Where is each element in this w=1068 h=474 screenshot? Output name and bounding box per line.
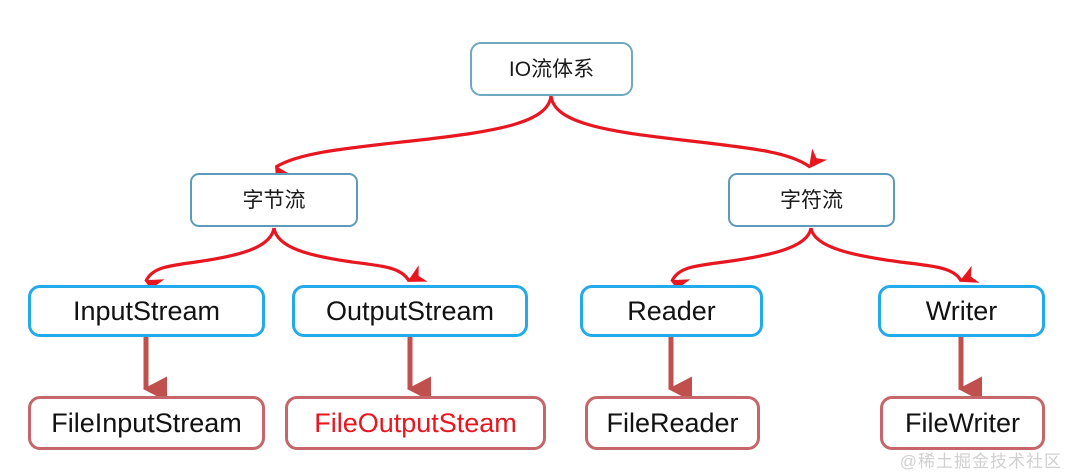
node-output-stream[interactable]: OutputStream [292, 285, 528, 337]
node-label: 字符流 [780, 188, 843, 212]
watermark: @稀土掘金技术社区 [899, 452, 1062, 471]
node-label: IO流体系 [508, 57, 595, 81]
connector-char-stream-to-writer [809, 227, 980, 283]
node-label: OutputStream [325, 295, 495, 326]
node-reader[interactable]: Reader [580, 285, 763, 337]
node-byte-stream[interactable]: 字节流 [190, 173, 358, 227]
node-label: InputStream [72, 295, 221, 326]
node-io-stream-system[interactable]: IO流体系 [470, 42, 633, 96]
node-char-stream[interactable]: 字符流 [728, 173, 895, 227]
node-file-reader[interactable]: FileReader [585, 396, 760, 450]
node-label: 字节流 [242, 188, 306, 212]
node-label: FileInputStream [51, 407, 242, 438]
node-label: FileOutputSteam [314, 407, 517, 438]
node-file-output-steam[interactable]: FileOutputSteam [285, 396, 546, 450]
connector-byte-stream-to-input-stream [144, 227, 276, 297]
node-file-input-stream[interactable]: FileInputStream [28, 396, 265, 450]
connector-char-stream-to-reader [670, 227, 813, 297]
connector-root-to-char-stream [549, 95, 828, 169]
node-writer[interactable]: Writer [878, 285, 1045, 337]
node-label: Writer [925, 295, 998, 326]
connector-byte-stream-to-output-stream [272, 227, 428, 282]
node-label: FileWriter [904, 407, 1020, 438]
node-file-writer[interactable]: FileWriter [880, 396, 1045, 450]
node-label: FileReader [606, 407, 739, 438]
connector-root-to-byte-stream [274, 95, 553, 186]
node-input-stream[interactable]: InputStream [28, 285, 265, 337]
node-label: Reader [627, 295, 716, 326]
